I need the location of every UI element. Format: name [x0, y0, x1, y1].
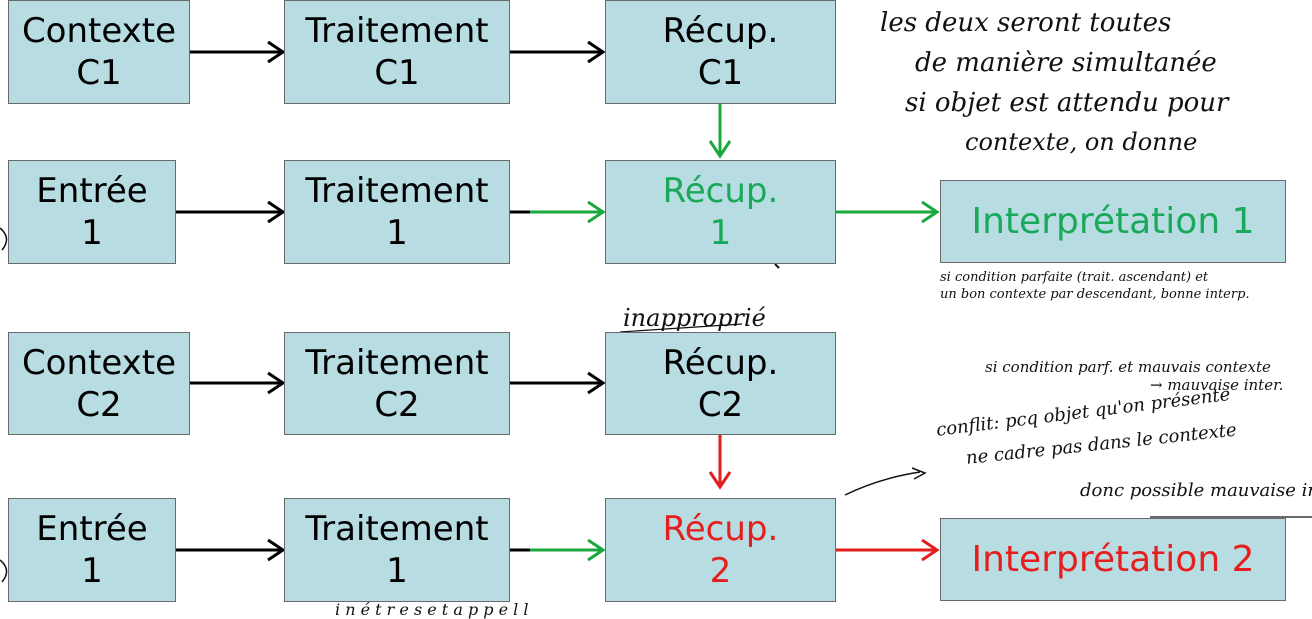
box-contexte-c1-line1: Contexte	[21, 11, 177, 51]
connector-recup-2-to-interpretation-2	[836, 538, 940, 562]
note-bottom: i n é t r e s e t a p p e l l	[335, 600, 529, 619]
note-top-right-1: les deux seront toutes	[880, 8, 1172, 38]
box-recup-1: Récup. 1	[605, 160, 836, 264]
connector-traitement-1b-to-recup-2	[510, 538, 606, 562]
box-traitement-1b-line2: 1	[386, 551, 408, 591]
note-cond-2: → mauvaise inter.	[1150, 376, 1284, 394]
box-interpretation-1: Interprétation 1	[940, 180, 1286, 263]
box-traitement-c1-line1: Traitement	[305, 11, 489, 51]
box-traitement-c2-line2: C2	[374, 384, 420, 425]
note-top-right-4: contexte, on donne	[965, 128, 1198, 156]
box-interpretation-2-line1: Interprétation 2	[971, 538, 1255, 580]
ink-conflict-pointer	[844, 471, 921, 496]
note-top-right-3: si objet est attendu pour	[905, 88, 1229, 118]
note-top-right-2: de manière simultanée	[915, 48, 1217, 78]
box-recup-c2: Récup. C2	[605, 332, 836, 435]
box-traitement-c1-line2: C1	[374, 53, 420, 93]
note-conflit-3: donc possible mauvaise in	[1080, 480, 1312, 501]
box-entree-1b-line1: Entrée	[36, 509, 148, 549]
box-contexte-c2-line1: Contexte	[21, 342, 177, 383]
box-recup-c2-line2: C2	[697, 384, 744, 425]
box-traitement-c1: Traitement C1	[284, 0, 510, 104]
box-entree-1b: Entrée 1	[8, 498, 176, 602]
box-recup-c2-line1: Récup.	[662, 342, 779, 383]
note-inapproprie: inapproprié	[623, 304, 766, 332]
box-recup-1-line2: 1	[709, 213, 732, 253]
box-entree-1a: Entrée 1	[8, 160, 176, 264]
note-mid-1: si condition parfaite (trait. ascendant)…	[940, 270, 1209, 285]
box-traitement-c2: Traitement C2	[284, 332, 510, 435]
box-recup-c1: Récup. C1	[605, 0, 836, 104]
connector-entree-1a-to-traitement-1a	[176, 200, 286, 224]
ink-conflict-tick	[911, 467, 927, 480]
ink-left-curve-bottom	[0, 559, 8, 583]
box-traitement-1a-line2: 1	[386, 213, 408, 253]
box-recup-c1-line2: C1	[697, 53, 744, 93]
box-recup-c1-line1: Récup.	[662, 11, 779, 51]
box-recup-2-line2: 2	[709, 551, 732, 591]
box-interpretation-1-line1: Interprétation 1	[971, 200, 1255, 242]
box-traitement-1b-line1: Traitement	[305, 509, 489, 549]
note-mid-2: un bon contexte par descendant, bonne in…	[940, 287, 1250, 302]
connector-entree-1b-to-traitement-1b	[176, 538, 286, 562]
box-interpretation-2: Interprétation 2	[940, 518, 1286, 601]
box-contexte-c1-line2: C1	[76, 53, 122, 93]
box-traitement-1a-line1: Traitement	[305, 171, 489, 211]
connector-contexte-c1-to-traitement-c1	[190, 40, 286, 64]
connector-recup-1-to-interpretation-1	[836, 200, 940, 224]
ink-dot	[774, 263, 780, 269]
box-entree-1a-line2: 1	[81, 213, 103, 253]
box-contexte-c1: Contexte C1	[8, 0, 190, 104]
connector-traitement-1a-to-recup-1	[510, 200, 606, 224]
box-recup-2: Récup. 2	[605, 498, 836, 602]
box-contexte-c2-line2: C2	[76, 384, 122, 425]
box-traitement-1a: Traitement 1	[284, 160, 510, 264]
box-recup-2-line1: Récup.	[662, 509, 779, 549]
box-traitement-c2-line1: Traitement	[305, 342, 489, 383]
box-traitement-1b: Traitement 1	[284, 498, 510, 602]
ink-inapproprie-underline	[619, 323, 743, 333]
connector-traitement-c1-to-recup-c1	[510, 40, 606, 64]
ink-left-curve-top	[0, 227, 8, 251]
box-recup-1-line1: Récup.	[662, 171, 779, 211]
connector-recup-c2-to-recup-2	[708, 435, 732, 490]
box-entree-1b-line2: 1	[81, 551, 103, 591]
connector-contexte-c2-to-traitement-c2	[190, 371, 286, 395]
connector-traitement-c2-to-recup-c2	[510, 371, 606, 395]
connector-recup-c1-to-recup-1	[708, 104, 732, 159]
box-entree-1a-line1: Entrée	[36, 171, 148, 211]
note-cond-1: si condition parf. et mauvais contexte	[985, 358, 1271, 376]
box-contexte-c2: Contexte C2	[8, 332, 190, 435]
